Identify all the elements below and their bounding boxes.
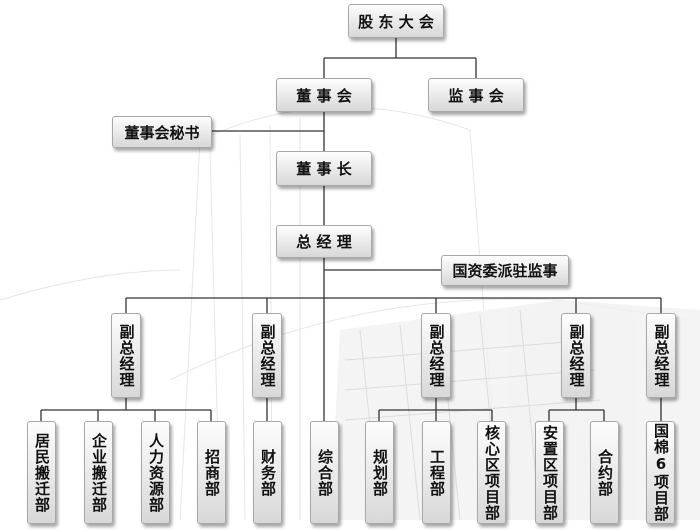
board-secretary-label: 董事会秘书 [124, 123, 200, 142]
deputy-manager-box: 副总经理 [561, 313, 591, 398]
board-of-directors-box: 董事会 [276, 78, 372, 112]
deputy-manager-label: 副总经理 [652, 323, 671, 388]
department-label: 规划部 [371, 448, 389, 497]
department-box: 合约部 [590, 421, 619, 524]
sasac-supervisor-box: 国资委派驻监事 [441, 255, 569, 286]
department-box: 居民搬迁部 [27, 421, 56, 524]
chairman-label: 董事长 [296, 160, 357, 178]
department-label: 核心区项目部 [483, 424, 501, 521]
sasac-supervisor-label: 国资委派驻监事 [452, 262, 558, 280]
department-label: 人力资源部 [147, 432, 165, 513]
deputy-manager-box: 副总经理 [646, 313, 676, 398]
department-label: 企业搬迁部 [90, 432, 108, 513]
department-label: 招商部 [203, 448, 221, 497]
deputy-manager-box: 副总经理 [421, 313, 451, 398]
supervisory-board-label: 监事会 [448, 86, 509, 105]
department-box: 招商部 [197, 421, 226, 524]
shareholders-meeting-box: 股东大会 [348, 4, 444, 38]
department-label: 工程部 [428, 448, 446, 497]
department-label: 财务部 [259, 448, 277, 497]
supervisory-board-box: 监事会 [428, 78, 524, 112]
department-box: 综合部 [310, 421, 339, 524]
deputy-manager-box: 副总经理 [111, 313, 141, 398]
general-manager-label: 总经理 [296, 233, 357, 251]
department-box: 规划部 [365, 421, 394, 524]
deputy-manager-label: 副总经理 [258, 323, 277, 388]
department-label: 安置区项目部 [541, 424, 559, 521]
department-box: 国棉6项目部 [646, 421, 675, 524]
chairman-box: 董事长 [276, 151, 372, 186]
department-box: 安置区项目部 [535, 421, 564, 524]
department-label: 居民搬迁部 [33, 432, 51, 513]
deputy-manager-label: 副总经理 [427, 323, 446, 388]
general-manager-box: 总经理 [276, 225, 372, 258]
shareholders-meeting-label: 股东大会 [358, 12, 440, 31]
board-of-directors-label: 董事会 [296, 86, 357, 105]
department-box: 人力资源部 [141, 421, 170, 524]
department-box: 工程部 [422, 421, 451, 524]
deputy-manager-label: 副总经理 [567, 323, 586, 388]
department-label: 合约部 [596, 448, 614, 497]
department-box: 核心区项目部 [477, 421, 506, 524]
department-box: 企业搬迁部 [84, 421, 113, 524]
board-secretary-box: 董事会秘书 [112, 116, 212, 148]
deputy-manager-box: 副总经理 [252, 313, 282, 398]
department-label: 综合部 [316, 448, 334, 497]
department-box: 财务部 [253, 421, 282, 524]
department-label: 国棉6项目部 [652, 423, 670, 522]
deputy-manager-label: 副总经理 [117, 323, 136, 388]
